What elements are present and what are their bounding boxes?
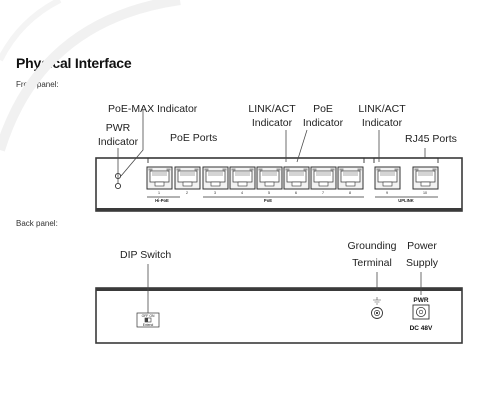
rj45-ports-label: RJ45 Ports	[405, 133, 457, 145]
grounding-terminal-label: Grounding Terminal	[347, 240, 397, 269]
poe-max-leader-line	[120, 110, 144, 177]
dip-switch-label: DIP Switch	[120, 249, 172, 261]
hi-poe-silkscreen: Hi-PoE	[155, 198, 169, 203]
watermark-arc	[0, 0, 181, 152]
port-number-label: 6	[295, 191, 297, 195]
poe-silkscreen: PoE	[264, 198, 272, 203]
poe-indicator-label: PoE Indicator	[302, 103, 344, 129]
back-panel-label: Back panel:	[16, 219, 58, 228]
port-number-labels: 1 2 3 4 5 6 7 8 9 10	[158, 191, 427, 195]
port-number-label: 2	[186, 191, 188, 195]
poe-ports-label: PoE Ports	[170, 132, 218, 144]
poe-indicator-leader-line	[296, 129, 308, 163]
power-pwr-silkscreen: PWR	[413, 297, 428, 304]
power-dc-silkscreen: DC 48V	[410, 325, 433, 332]
poe-ports	[146, 166, 364, 190]
uplink-number-label: 10	[423, 191, 427, 195]
front-panel-bottom-edge	[96, 208, 462, 211]
poe-port-bracket	[147, 157, 365, 163]
dip-switch-silkscreen-bottom: Extend	[143, 323, 154, 327]
uplink-silkscreen: UPLINK	[398, 198, 414, 203]
back-panel-top-edge	[96, 288, 462, 291]
watermark-arc	[0, 0, 62, 62]
rj45-port-icon	[412, 166, 439, 190]
port-number-label: 1	[158, 191, 160, 195]
pwr-indicator-label: PWR Indicator	[97, 122, 139, 148]
port-number-label: 8	[349, 191, 351, 195]
rj45-port-icon	[174, 166, 201, 190]
uplink-link-act-indicator-label: LINK/ACT Indicator	[358, 103, 406, 129]
rj45-port-icon	[202, 166, 229, 190]
rj45-port-icon	[374, 166, 401, 190]
rj45-port-icon	[256, 166, 283, 190]
front-callout-lines	[117, 110, 426, 183]
port-number-label: 5	[268, 191, 270, 195]
pwr-led-icon	[114, 182, 122, 190]
port-number-label: 4	[241, 191, 243, 195]
rj45-port-icon	[283, 166, 310, 190]
power-supply-icon	[412, 304, 430, 320]
port-number-label: 7	[322, 191, 324, 195]
port-number-label: 3	[214, 191, 216, 195]
grounding-terminal-icon	[371, 297, 383, 319]
dip-switch-silkscreen-top: OFF ON	[142, 314, 155, 318]
uplink-ports	[374, 166, 439, 190]
rj45-port-icon	[146, 166, 173, 190]
poe-max-indicator-label: PoE-MAX Indicator	[108, 103, 198, 115]
rj45-port-icon	[337, 166, 364, 190]
rj45-port-icon	[310, 166, 337, 190]
power-supply-label: Power Supply	[405, 240, 439, 269]
rj45-port-icon	[229, 166, 256, 190]
uplink-number-label: 9	[386, 191, 388, 195]
uplink-port-bracket	[373, 157, 439, 163]
link-act-indicator-label: LINK/ACT Indicator	[248, 103, 296, 129]
